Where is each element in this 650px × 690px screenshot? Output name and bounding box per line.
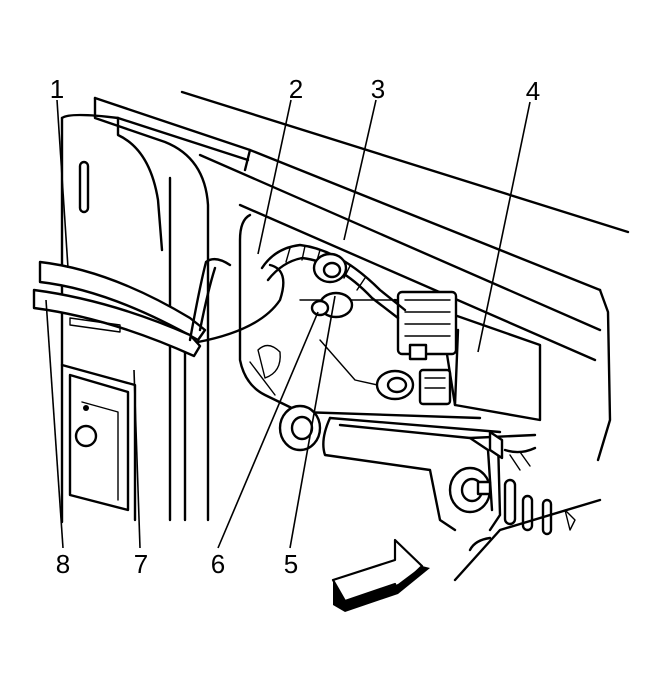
- leader-6: [217, 311, 319, 549]
- floor-slots: [453, 478, 602, 582]
- crossmember: [278, 404, 537, 532]
- leader-7: [133, 369, 141, 549]
- view-direction-arrow-icon: [331, 538, 430, 612]
- leader-5: [289, 295, 336, 549]
- callout-6: 6: [211, 549, 225, 579]
- pillar-slot: [78, 160, 90, 214]
- callout-1: 1: [50, 74, 64, 104]
- leader-lines: [45, 99, 531, 549]
- panel-hole: [74, 424, 98, 448]
- callout-labels: 1 2 3 4 5 6 7 8: [50, 74, 540, 579]
- callout-8: 8: [56, 549, 70, 579]
- clip-6: [310, 299, 330, 317]
- callout-7: 7: [134, 549, 148, 579]
- leader-8: [45, 299, 64, 549]
- connector-latch: [408, 343, 428, 361]
- lower-connector: [418, 368, 452, 406]
- leader-4: [477, 101, 531, 353]
- leader-3: [343, 99, 377, 241]
- body-panel: [93, 90, 630, 462]
- callout-4: 4: [526, 76, 540, 106]
- leader-2: [257, 99, 292, 255]
- callout-3: 3: [371, 74, 385, 104]
- callout-5: 5: [284, 549, 298, 579]
- grommets: [310, 252, 415, 401]
- bolt-head: [476, 480, 492, 496]
- module-bracket: [393, 290, 542, 422]
- harness-left: [32, 257, 285, 358]
- callout-2: 2: [289, 74, 303, 104]
- leader-1: [56, 99, 69, 269]
